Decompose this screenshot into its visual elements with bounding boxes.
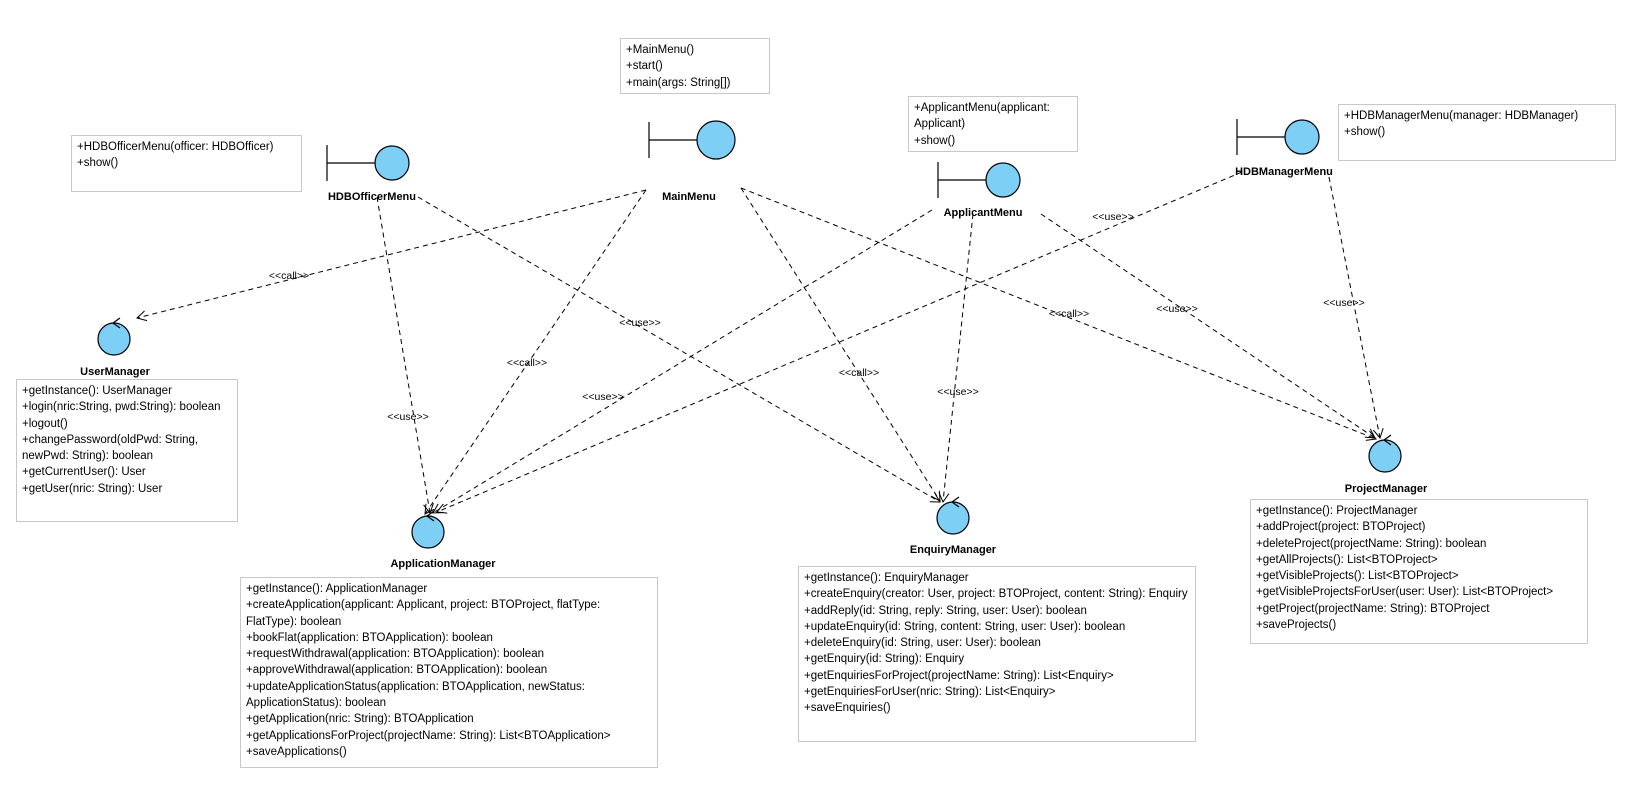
operation: +deleteProject(projectName: String): boo… xyxy=(1256,537,1487,550)
operation: +changePassword(oldPwd: String, newPwd: … xyxy=(22,433,199,463)
operation: +deleteEnquiry(id: String, user: User): … xyxy=(804,637,1041,650)
hdbmanagermenu-operations: +HDBManagerMenu(manager: HDBManager) +sh… xyxy=(1338,104,1616,161)
hdbofficermenu-operations: +HDBOfficerMenu(officer: HDBOfficer) +sh… xyxy=(71,135,302,192)
control-symbol xyxy=(411,510,445,549)
operation: +show() xyxy=(77,157,119,170)
control-symbol xyxy=(936,496,970,535)
edge-label: <<use>> xyxy=(619,317,661,329)
operation: +getInstance(): UserManager xyxy=(22,385,172,397)
edge-label: <<call>> xyxy=(1048,308,1090,320)
edge-label: <<call>> xyxy=(506,357,548,369)
operation: +addProject(project: BTOProject) xyxy=(1256,521,1426,534)
operation: +getInstance(): ProjectManager xyxy=(1256,505,1418,517)
dependency-edge xyxy=(417,196,941,503)
boundary-symbol xyxy=(1236,119,1320,155)
edge-label: <<call>> xyxy=(838,367,880,379)
hdbofficermenu-name: HDBOfficerMenu xyxy=(327,191,417,203)
operation: +getEnquiriesForProject(projectName: Str… xyxy=(804,669,1114,682)
operation: +getVisibleProjectsForUser(user: User): … xyxy=(1256,586,1554,599)
applicationmanager-operations: +getInstance(): ApplicationManager +crea… xyxy=(240,577,658,768)
operation: +saveEnquiries() xyxy=(804,702,891,715)
dependency-edge xyxy=(432,209,933,514)
operation: +saveProjects() xyxy=(1256,619,1337,632)
class-symbols xyxy=(97,119,1402,549)
boundary-symbol xyxy=(937,162,1021,198)
usermanager-name: UserManager xyxy=(80,366,150,378)
dependency-edge xyxy=(740,187,1377,441)
edge-label: <<use>> xyxy=(1092,211,1134,223)
usermanager-operations: +getInstance(): UserManager +login(nric:… xyxy=(16,379,238,522)
projectmanager-name: ProjectManager xyxy=(1344,483,1428,495)
operation: +getEnquiry(id: String): Enquiry xyxy=(804,653,965,666)
control-symbol xyxy=(1368,434,1402,473)
edge-label: <<use>> xyxy=(1323,297,1365,309)
operation: +HDBOfficerMenu(officer: HDBOfficer) xyxy=(77,141,274,153)
boundary-symbol xyxy=(326,145,410,181)
operation: +getApplicationsForProject(projectName: … xyxy=(246,729,611,742)
applicantmenu-operations: +ApplicantMenu(applicant: Applicant) +sh… xyxy=(908,96,1078,152)
mainmenu-name: MainMenu xyxy=(662,191,716,203)
operation: +ApplicantMenu(applicant: Applicant) xyxy=(914,102,1050,131)
applicantmenu-name: ApplicantMenu xyxy=(943,207,1023,219)
operation: +getEnquiriesForUser(nric: String): List… xyxy=(804,686,1056,699)
operation: +show() xyxy=(914,134,956,147)
mainmenu-operations: +MainMenu() +start() +main(args: String[… xyxy=(620,38,770,94)
operation: +approveWithdrawal(application: BTOAppli… xyxy=(246,664,548,677)
edge-label: <<use>> xyxy=(387,411,429,423)
operation: +requestWithdrawal(application: BTOAppli… xyxy=(246,648,544,661)
dependency-edge xyxy=(424,189,647,515)
dependency-edges xyxy=(136,171,1384,515)
edge-label: <<use>> xyxy=(582,391,624,403)
operation: +bookFlat(application: BTOApplication): … xyxy=(246,631,493,644)
enquirymanager-operations: +getInstance(): EnquiryManager +createEn… xyxy=(798,566,1196,742)
dependency-edge xyxy=(376,196,434,515)
hdbmanagermenu-name: HDBManagerMenu xyxy=(1235,166,1333,178)
control-symbol xyxy=(97,317,131,356)
operation: +login(nric:String, pwd:String): boolean xyxy=(22,401,221,414)
operation: +getCurrentUser(): User xyxy=(22,466,146,479)
operation: +getApplication(nric: String): BTOApplic… xyxy=(246,713,474,726)
operation: +saveApplications() xyxy=(246,745,347,758)
operation: +getAllProjects(): List<BTOProject> xyxy=(1256,553,1438,566)
operation: +createEnquiry(creator: User, project: B… xyxy=(804,588,1188,601)
operation: +MainMenu() xyxy=(626,44,695,56)
dependency-edge xyxy=(1040,213,1376,439)
operation: +getInstance(): ApplicationManager xyxy=(246,583,428,595)
operation: +show() xyxy=(1344,126,1386,139)
operation: +addReply(id: String, reply: String, use… xyxy=(804,604,1087,617)
boundary-symbol xyxy=(648,120,736,160)
projectmanager-operations: +getInstance(): ProjectManager +addProje… xyxy=(1250,499,1588,644)
applicationmanager-name: ApplicationManager xyxy=(390,558,496,570)
operation: +updateApplicationStatus(application: BT… xyxy=(246,680,585,710)
dependency-edge xyxy=(938,213,974,504)
edge-label: <<use>> xyxy=(1156,303,1198,315)
enquirymanager-name: EnquiryManager xyxy=(909,544,997,556)
dependency-edge xyxy=(136,189,647,322)
operation: +main(args: String[]) xyxy=(626,76,731,89)
operation: +createApplication(applicant: Applicant,… xyxy=(246,599,601,628)
dependency-edge xyxy=(436,171,1243,514)
dependency-edge xyxy=(740,187,941,502)
edge-label: <<use>> xyxy=(937,386,979,398)
operation: +getVisibleProjects(): List<BTOProject> xyxy=(1256,570,1459,583)
operation: +logout() xyxy=(22,417,68,430)
operation: +updateEnquiry(id: String, content: Stri… xyxy=(804,620,1126,633)
operation: +HDBManagerMenu(manager: HDBManager) xyxy=(1344,110,1579,122)
operation: +getInstance(): EnquiryManager xyxy=(804,572,969,584)
edge-label: <<call>> xyxy=(268,270,310,282)
operation: +getUser(nric: String): User xyxy=(22,482,163,495)
operation: +start() xyxy=(626,60,663,73)
operation: +getProject(projectName: String): BTOPro… xyxy=(1256,602,1490,615)
